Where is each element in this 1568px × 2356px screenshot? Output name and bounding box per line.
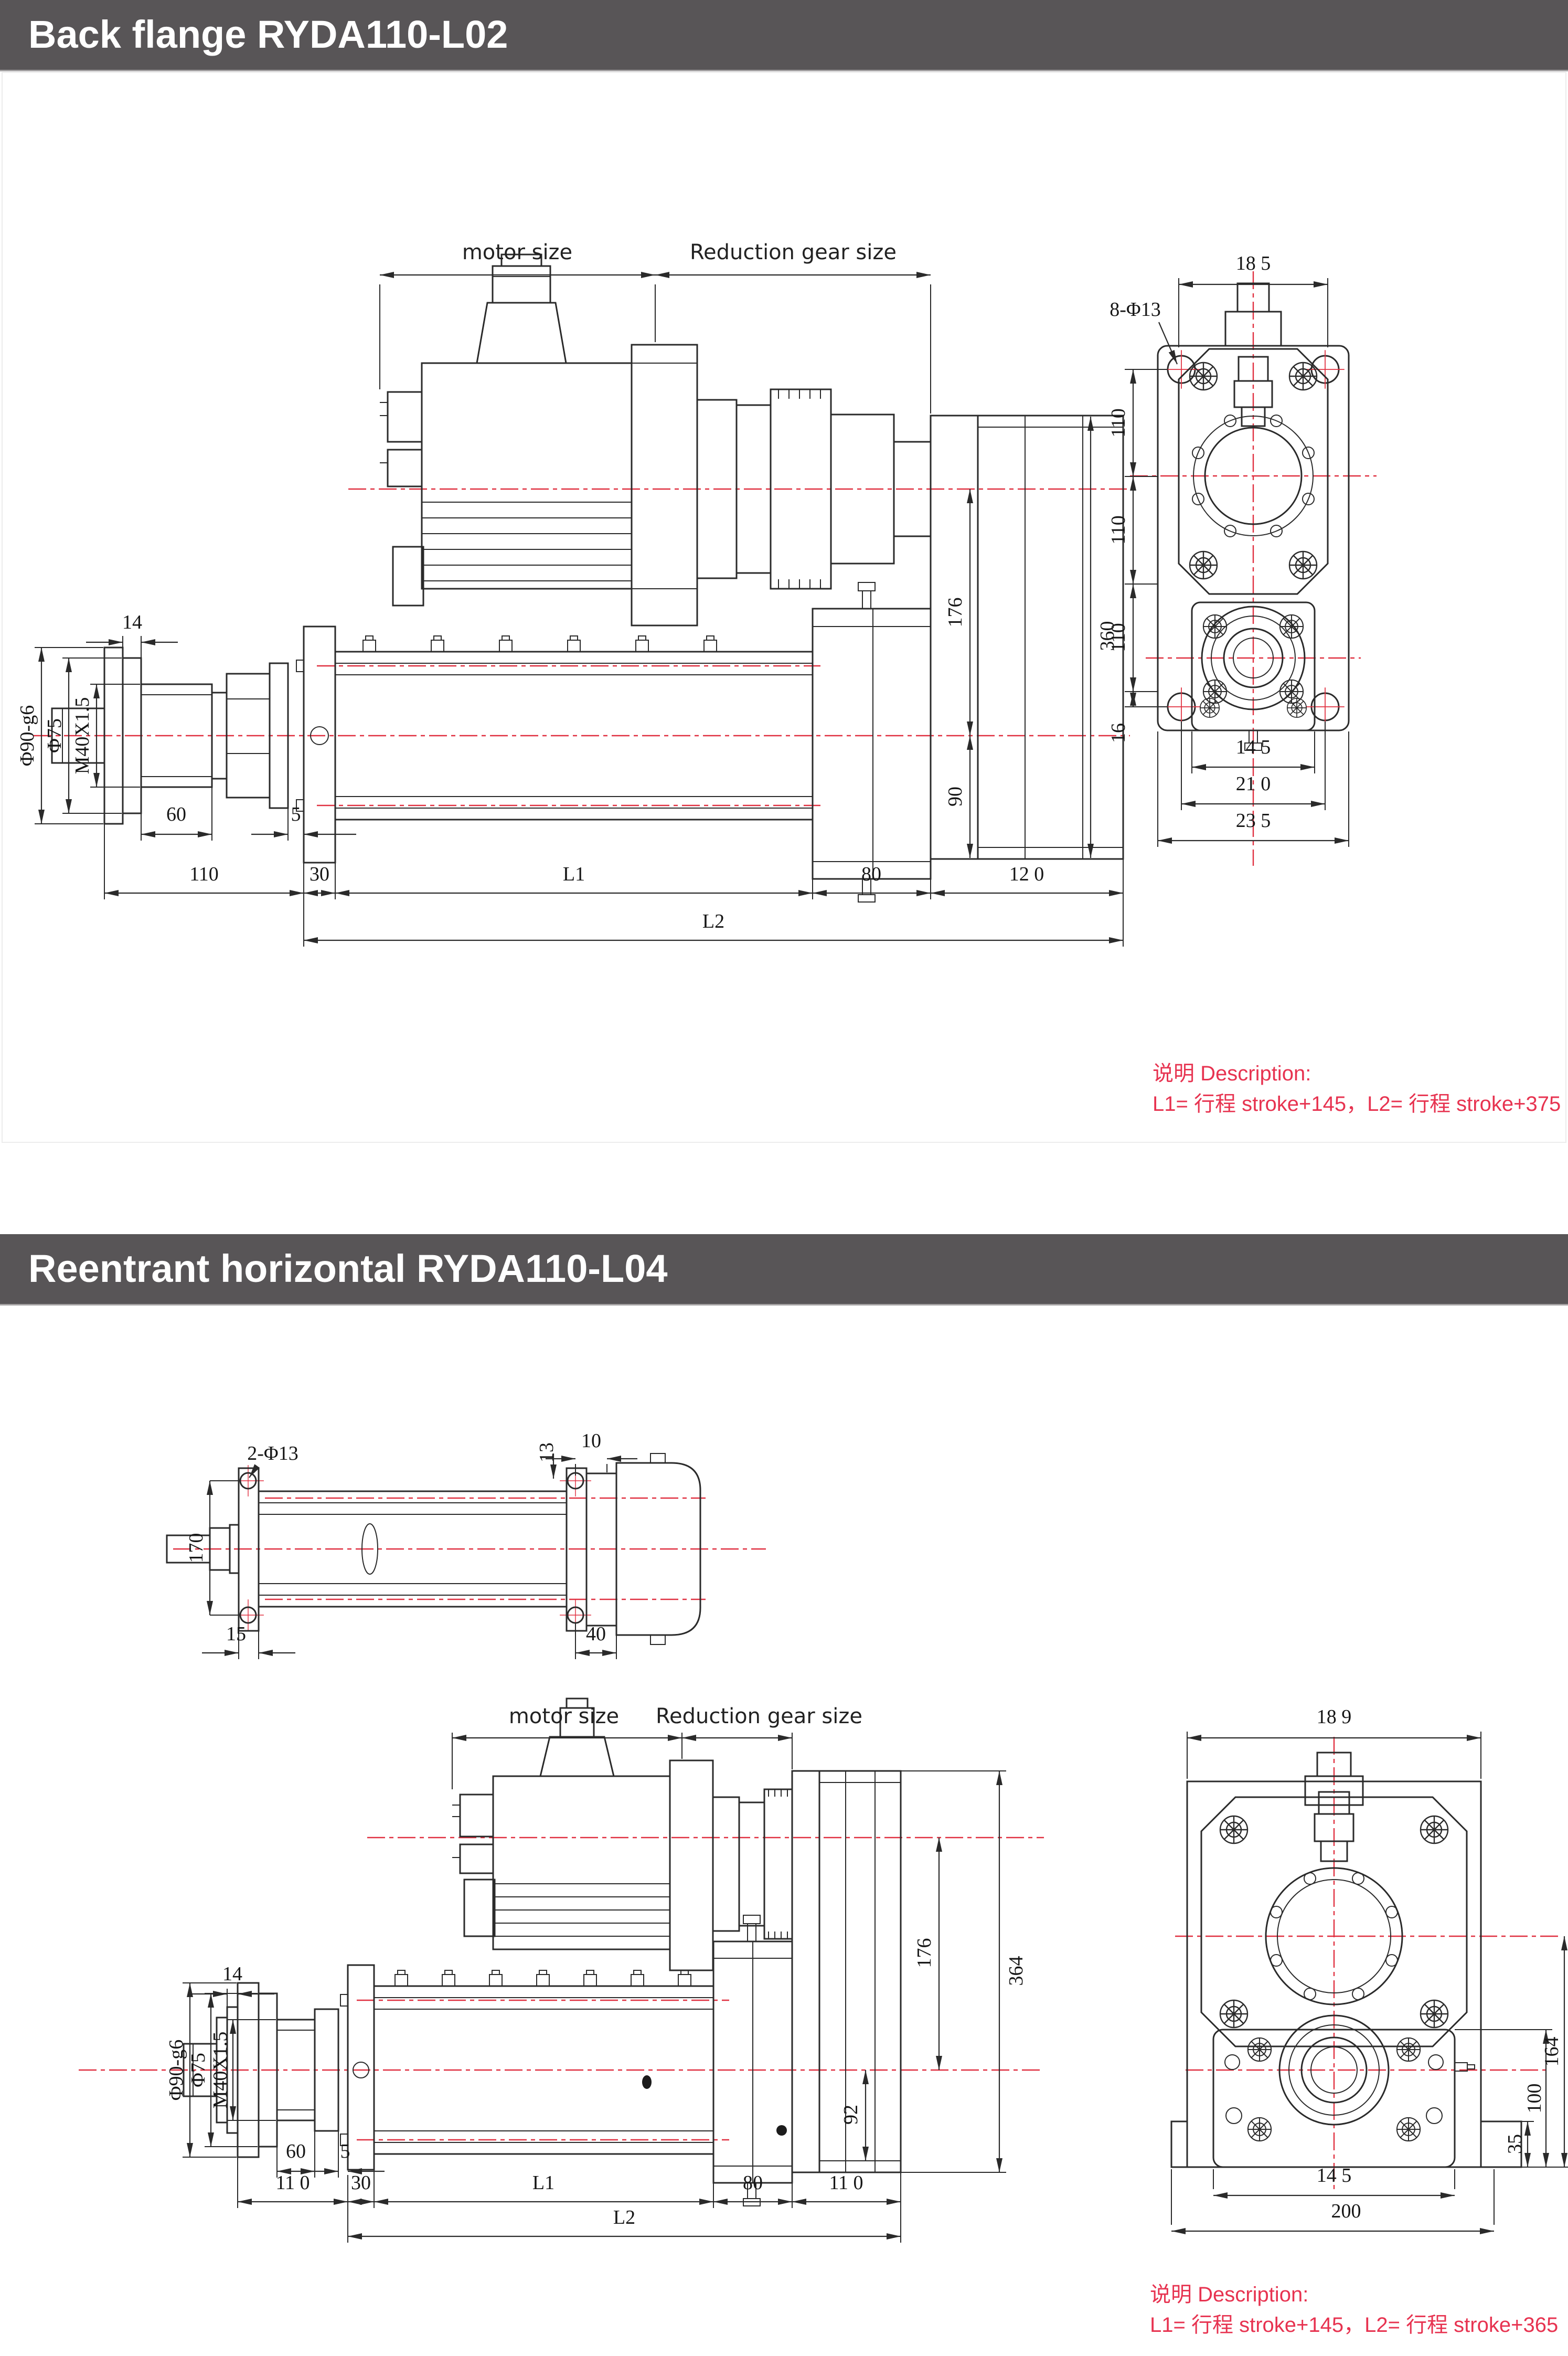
dim-phi90: Φ90-g6 (165, 2040, 187, 2100)
section1-header: Back flange RYDA110-L02 (0, 0, 1568, 71)
section2-header: Reentrant horizontal RYDA110-L04 (0, 1234, 1568, 1306)
dim-210: 21 0 (1236, 773, 1271, 795)
dim-L2: L2 (613, 2206, 635, 2228)
section1-content: motor size Reduction gear size Φ90-g6 Φ7… (2, 72, 1566, 1143)
dim-176: 176 (944, 598, 966, 628)
l04-side-view: motor size Reduction gear size Φ90-g6 Φ7… (79, 1697, 1044, 2243)
dim-120: 12 0 (1009, 863, 1044, 885)
description-label: 说明 Description: (1153, 1062, 1311, 1085)
gear-size-label: Reduction gear size (690, 240, 897, 264)
dim-2phi13: 2-Φ13 (247, 1442, 298, 1464)
dim-110: 110 (189, 863, 219, 885)
motor-size-label: motor size (462, 240, 572, 264)
dim-110-right: 11 0 (829, 2172, 863, 2194)
dim-L1: L1 (532, 2172, 554, 2194)
dim-110-left: 11 0 (275, 2172, 310, 2194)
description-formula: L1= 行程 stroke+145，L2= 行程 stroke+375 (1153, 1092, 1561, 1116)
section1-description: 说明 Description: L1= 行程 stroke+145，L2= 行程… (1153, 1058, 1561, 1119)
description-formula: L1= 行程 stroke+145，L2= 行程 stroke+365 (1150, 2313, 1559, 2337)
dim-5: 5 (291, 803, 301, 825)
section2-content: 2-Φ13 13 10 170 15 40 (0, 1306, 1568, 2356)
dim-100: 100 (1523, 2084, 1545, 2114)
dim-phi90: Φ90-g6 (16, 705, 38, 766)
dim-14: 14 (222, 1963, 242, 1985)
section2-description: 说明 Description: L1= 行程 stroke+145，L2= 行程… (1150, 2279, 1558, 2340)
dim-13: 13 (536, 1442, 558, 1462)
dim-15: 15 (226, 1623, 246, 1645)
dim-170: 170 (185, 1533, 207, 1563)
l04-drawing: 2-Φ13 13 10 170 15 40 (79, 1430, 1568, 2243)
dim-185: 18 5 (1236, 252, 1271, 274)
l04-front-view: 18 9 35 100 164 14 5 200 (1170, 1706, 1568, 2234)
dim-80: 80 (743, 2172, 763, 2194)
dim-235: 23 5 (1236, 810, 1271, 832)
section1-title: Back flange RYDA110-L02 (28, 13, 508, 56)
dim-10: 10 (581, 1430, 601, 1452)
dim-80: 80 (861, 863, 881, 885)
l04-top-view: 2-Φ13 13 10 170 15 40 (166, 1430, 766, 1659)
dim-m40: M40X1.5 (71, 697, 93, 774)
dim-30: 30 (310, 863, 329, 885)
dim-8phi13: 8-Φ13 (1110, 299, 1160, 321)
gear-size-label: Reduction gear size (656, 1704, 862, 1728)
dim-92: 92 (840, 2105, 862, 2125)
motor-size-label: motor size (509, 1704, 619, 1728)
dim-5: 5 (340, 2140, 350, 2162)
dim-L2: L2 (702, 910, 724, 932)
dim-m40: M40X1.5 (209, 2032, 231, 2109)
dim-145: 14 5 (1317, 2164, 1352, 2187)
dim-110a: 110 (1107, 408, 1129, 438)
dim-35: 35 (1504, 2134, 1526, 2154)
dim-L1: L1 (563, 863, 585, 885)
dim-phi75: Φ75 (44, 718, 66, 753)
dim-200: 200 (1331, 2200, 1361, 2222)
dim-360: 360 (1096, 621, 1118, 651)
description-label: 说明 Description: (1150, 2283, 1309, 2306)
l02-front-view: 18 5 8-Φ13 110 110 110 16 14 5 21 0 (1107, 252, 1377, 866)
dim-60: 60 (166, 803, 186, 825)
dim-16: 16 (1107, 723, 1129, 743)
dim-90: 90 (944, 787, 966, 806)
dim-14: 14 (122, 611, 142, 633)
section2-title: Reentrant horizontal RYDA110-L04 (28, 1247, 668, 1290)
dim-189: 18 9 (1317, 1706, 1352, 1728)
dim-110b: 110 (1107, 515, 1129, 545)
dim-phi75: Φ75 (187, 2053, 209, 2087)
dim-164: 164 (1541, 2037, 1563, 2067)
dim-40: 40 (586, 1623, 606, 1645)
dim-364: 364 (1005, 1956, 1027, 1986)
l02-side-view: motor size Reduction gear size Φ90-g6 Φ7… (16, 240, 1130, 947)
dim-145: 14 5 (1236, 736, 1271, 758)
l02-drawing: motor size Reduction gear size Φ90-g6 Φ7… (16, 240, 1377, 947)
dim-176: 176 (913, 1938, 935, 1968)
dim-60: 60 (286, 2140, 306, 2162)
dim-30: 30 (351, 2172, 371, 2194)
dim-110c: 110 (1107, 623, 1129, 652)
